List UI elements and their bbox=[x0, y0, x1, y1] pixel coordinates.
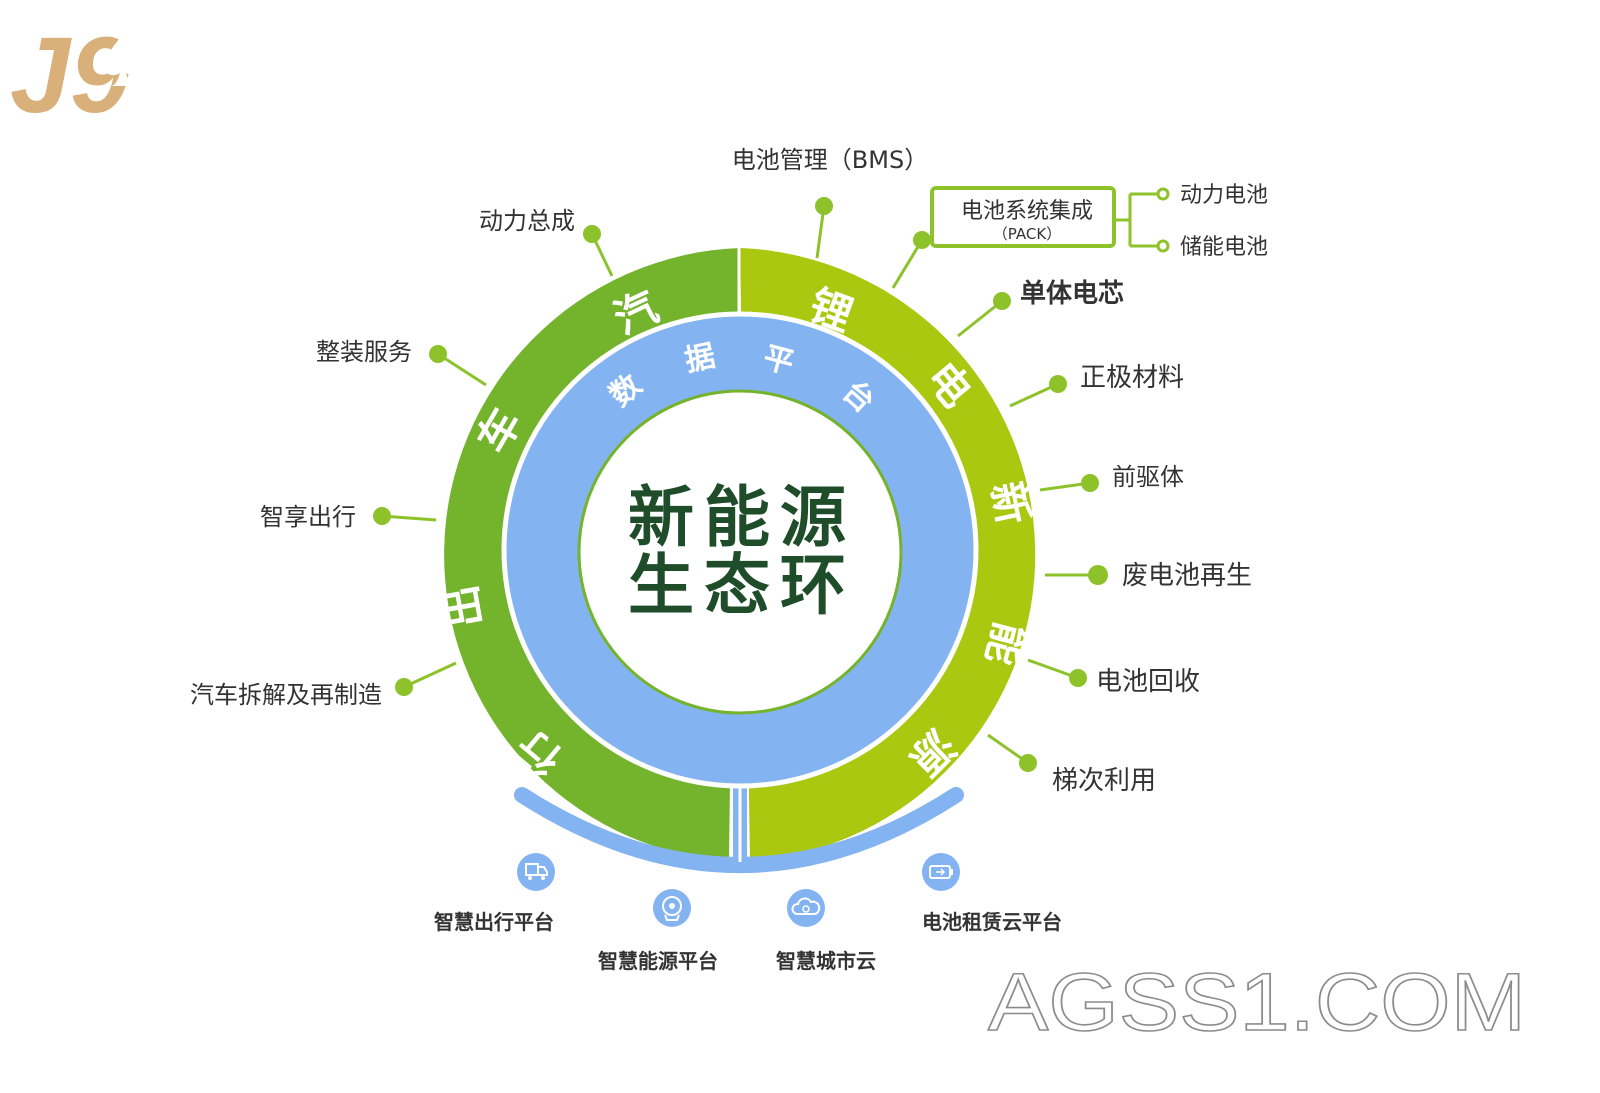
platform-label-rental: 电池租赁云平台 bbox=[922, 910, 1062, 934]
platform-label-energy: 智慧能源平台 bbox=[598, 949, 718, 973]
connector-dots bbox=[373, 197, 1108, 772]
spade-icon bbox=[104, 28, 142, 86]
label-bms: 电池管理（BMS） bbox=[732, 146, 928, 174]
label-storage-battery: 储能电池 bbox=[1180, 235, 1268, 260]
truck-icon bbox=[517, 853, 555, 891]
center-line-1: 新能源 bbox=[628, 479, 856, 556]
label-dismantle: 汽车拆解及再制造 bbox=[190, 681, 382, 709]
label-regeneration: 废电池再生 bbox=[1122, 561, 1252, 591]
data-platform-char: 据 bbox=[682, 338, 719, 378]
car-ring-label: 汽 车 出 行 bbox=[436, 282, 665, 786]
lithium-ring-char: 新 bbox=[982, 477, 1039, 528]
pack-title: 电池系统集成 bbox=[961, 199, 1093, 224]
label-powertrain: 动力总成 bbox=[479, 207, 575, 235]
pack-subtitle: （PACK） bbox=[993, 225, 1061, 243]
label-cascade: 梯次利用 bbox=[1052, 766, 1156, 796]
watermark: AGSS1.COM bbox=[988, 957, 1526, 1048]
label-cathode: 正极材料 bbox=[1080, 363, 1184, 393]
branch-dots bbox=[1156, 187, 1170, 253]
label-cell: 单体电芯 bbox=[1020, 279, 1124, 309]
platform-label-city: 智慧城市云 bbox=[776, 949, 876, 973]
label-precursor: 前驱体 bbox=[1112, 463, 1184, 491]
center-line-2: 生态环 bbox=[628, 547, 856, 624]
brain-icon bbox=[653, 889, 691, 927]
label-assembly: 整装服务 bbox=[316, 338, 412, 366]
platform-label-mobility: 智慧出行平台 bbox=[434, 910, 554, 934]
pack-box: 电池系统集成 （PACK） bbox=[930, 186, 1116, 248]
label-recycling: 电池回收 bbox=[1096, 667, 1200, 697]
car-ring-char: 出 bbox=[436, 582, 492, 632]
battery-icon bbox=[922, 853, 960, 891]
label-shared-mobility: 智享出行 bbox=[260, 503, 356, 531]
label-power-battery: 动力电池 bbox=[1180, 183, 1268, 208]
cloud-icon bbox=[787, 889, 825, 927]
center-circle bbox=[577, 389, 903, 715]
